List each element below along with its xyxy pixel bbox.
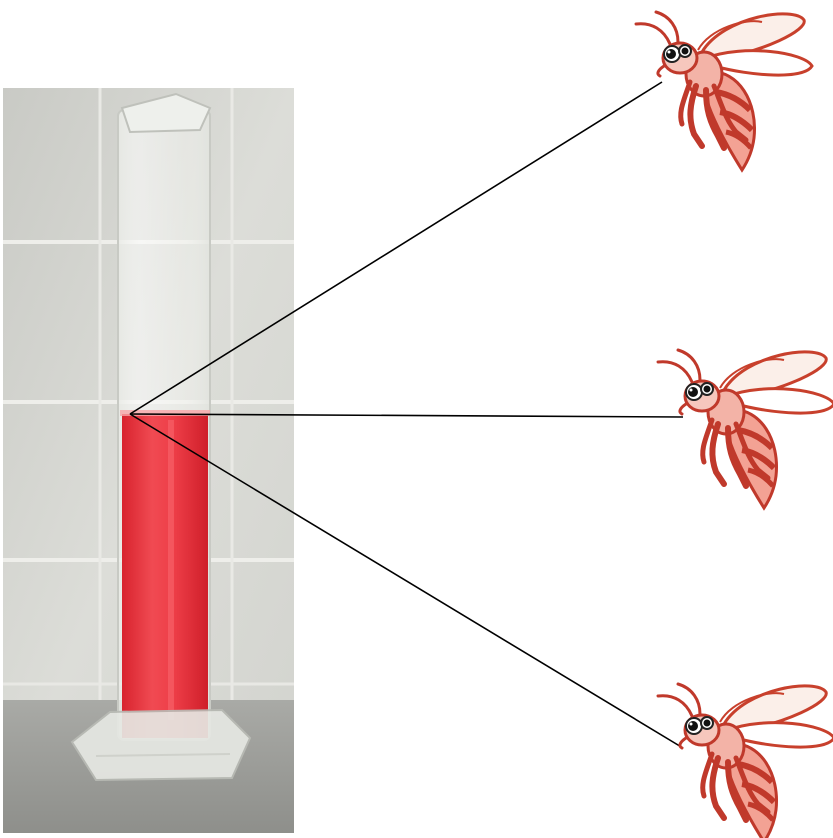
wasp-icon (658, 350, 833, 508)
cylinder-photo (3, 88, 294, 833)
wasp-icon (658, 684, 833, 838)
wasp-icon (636, 12, 812, 170)
red-liquid (122, 414, 208, 738)
cylinder-base (72, 710, 250, 780)
